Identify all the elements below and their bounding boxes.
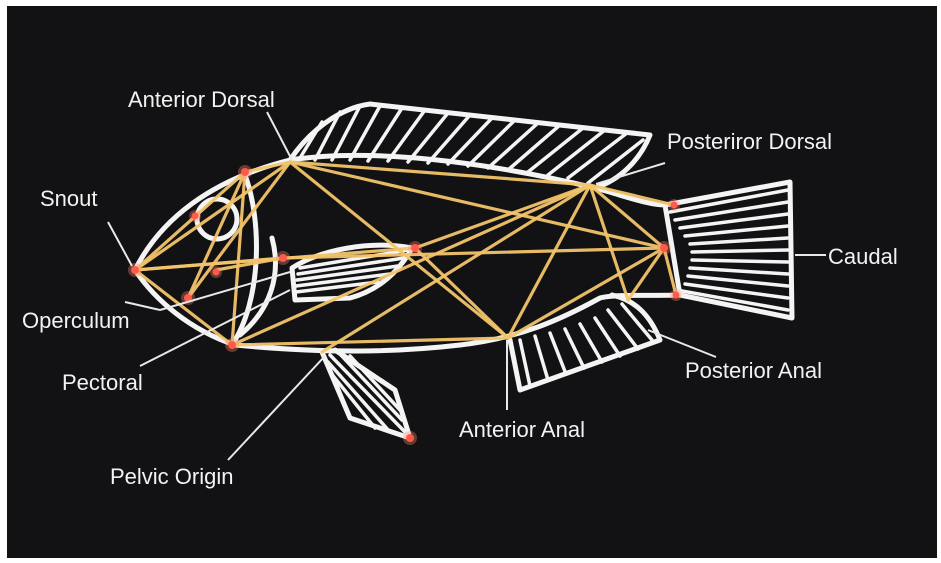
label-posterior-anal: Posterior Anal: [685, 358, 822, 383]
landmark-eye: [192, 213, 199, 220]
label-caudal: Caudal: [828, 244, 898, 269]
landmark-operculum: [279, 254, 287, 262]
landmark-cheek: [213, 269, 220, 276]
pelvic-fin: [322, 350, 410, 438]
label-anterior-anal: Anterior Anal: [459, 417, 585, 442]
label-anterior-dorsal: Anterior Dorsal: [128, 87, 275, 112]
landmark-head-top: [241, 168, 249, 176]
landmark-caudal-upper: [671, 202, 678, 209]
landmark-snout: [131, 266, 139, 274]
label-pectoral: Pectoral: [62, 370, 143, 395]
diagram-panel: Anterior Dorsal Posteriror Dorsal Snout …: [7, 6, 937, 558]
label-operculum: Operculum: [22, 308, 130, 333]
label-pelvic-origin: Pelvic Origin: [110, 464, 233, 489]
caudal-fin: [665, 182, 792, 318]
landmark-pectoral: [411, 244, 419, 252]
labels: Anterior Dorsal Posteriror Dorsal Snout …: [22, 87, 898, 489]
landmark-throat: [228, 341, 236, 349]
anal-fin: [510, 295, 660, 390]
label-posterior-dorsal: Posteriror Dorsal: [667, 129, 832, 154]
fish-truss-diagram: Anterior Dorsal Posteriror Dorsal Snout …: [7, 6, 937, 558]
landmark-pelvic-tip: [406, 434, 414, 442]
label-snout: Snout: [40, 186, 98, 211]
landmark-caudal: [660, 244, 668, 252]
landmark-caudal-lower: [673, 292, 680, 299]
